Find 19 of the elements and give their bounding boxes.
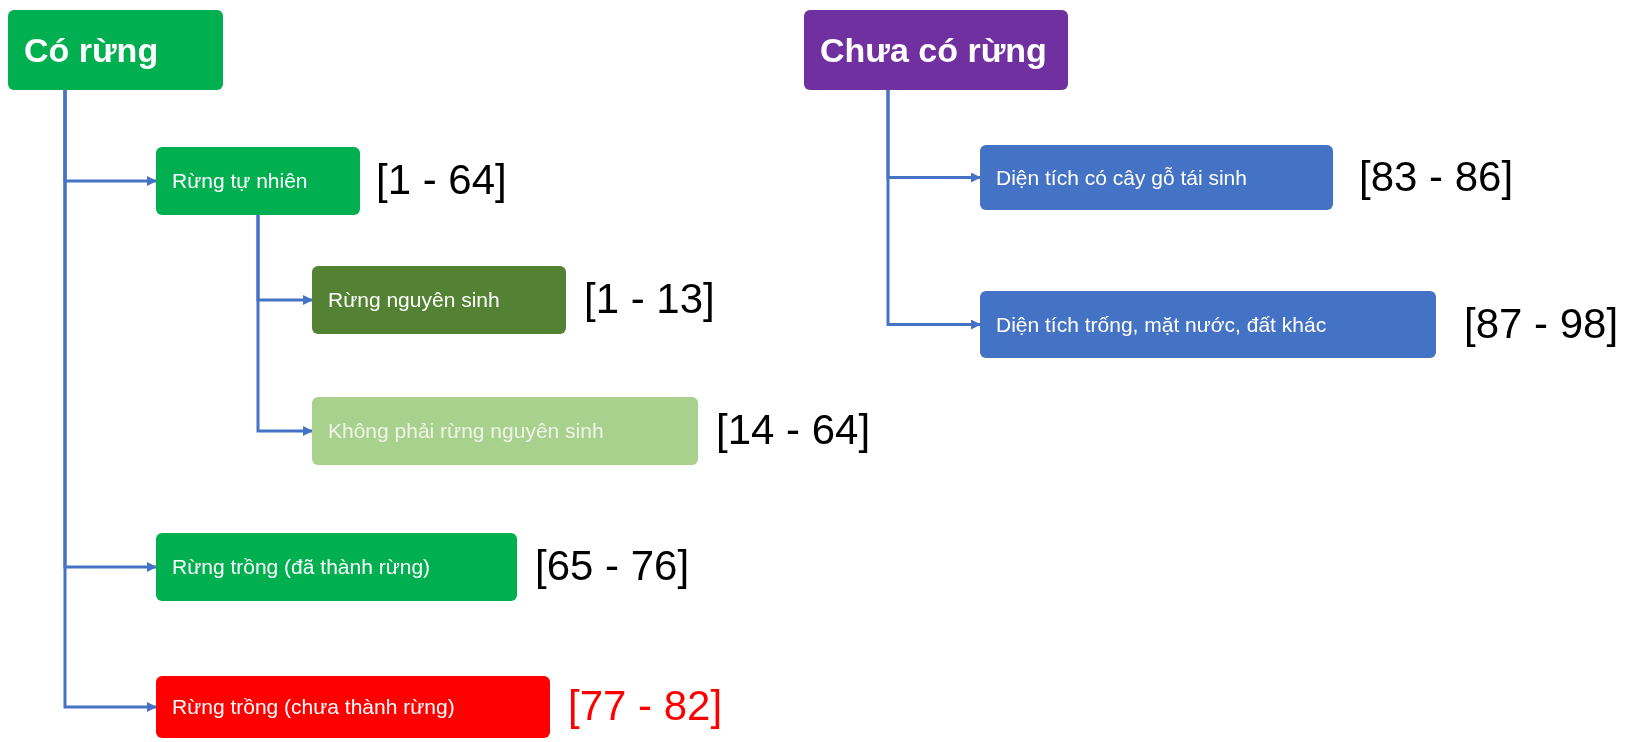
category-box: Chưa có rừng	[804, 10, 1068, 90]
subcategory-box: Không phải rừng nguyên sinh	[312, 397, 698, 465]
range-label: [83 - 86]	[1359, 155, 1514, 198]
range-label: [14 - 64]	[716, 409, 871, 451]
range-label: [1 - 64]	[376, 159, 507, 201]
subcategory-box: Rừng trồng (chưa thành rừng)	[156, 676, 550, 738]
range-label: [65 - 76]	[535, 545, 690, 587]
subcategory-box: Rừng trồng (đã thành rừng)	[156, 533, 517, 601]
connector-arrow	[886, 90, 981, 330]
category-box: Có rừng	[8, 10, 223, 90]
connector-arrow	[256, 215, 313, 436]
subcategory-box: Diện tích trống, mặt nước, đất khác	[980, 291, 1436, 358]
range-label: [87 - 98]	[1464, 302, 1619, 345]
range-label: [1 - 13]	[584, 278, 715, 320]
range-label: [77 - 82]	[568, 685, 723, 727]
subcategory-box: Rừng nguyên sinh	[312, 266, 566, 334]
subcategory-box: Diện tích có cây gỗ tái sinh	[980, 145, 1333, 210]
subcategory-box: Rừng tự nhiên	[156, 147, 360, 215]
connector-arrow	[63, 90, 157, 712]
